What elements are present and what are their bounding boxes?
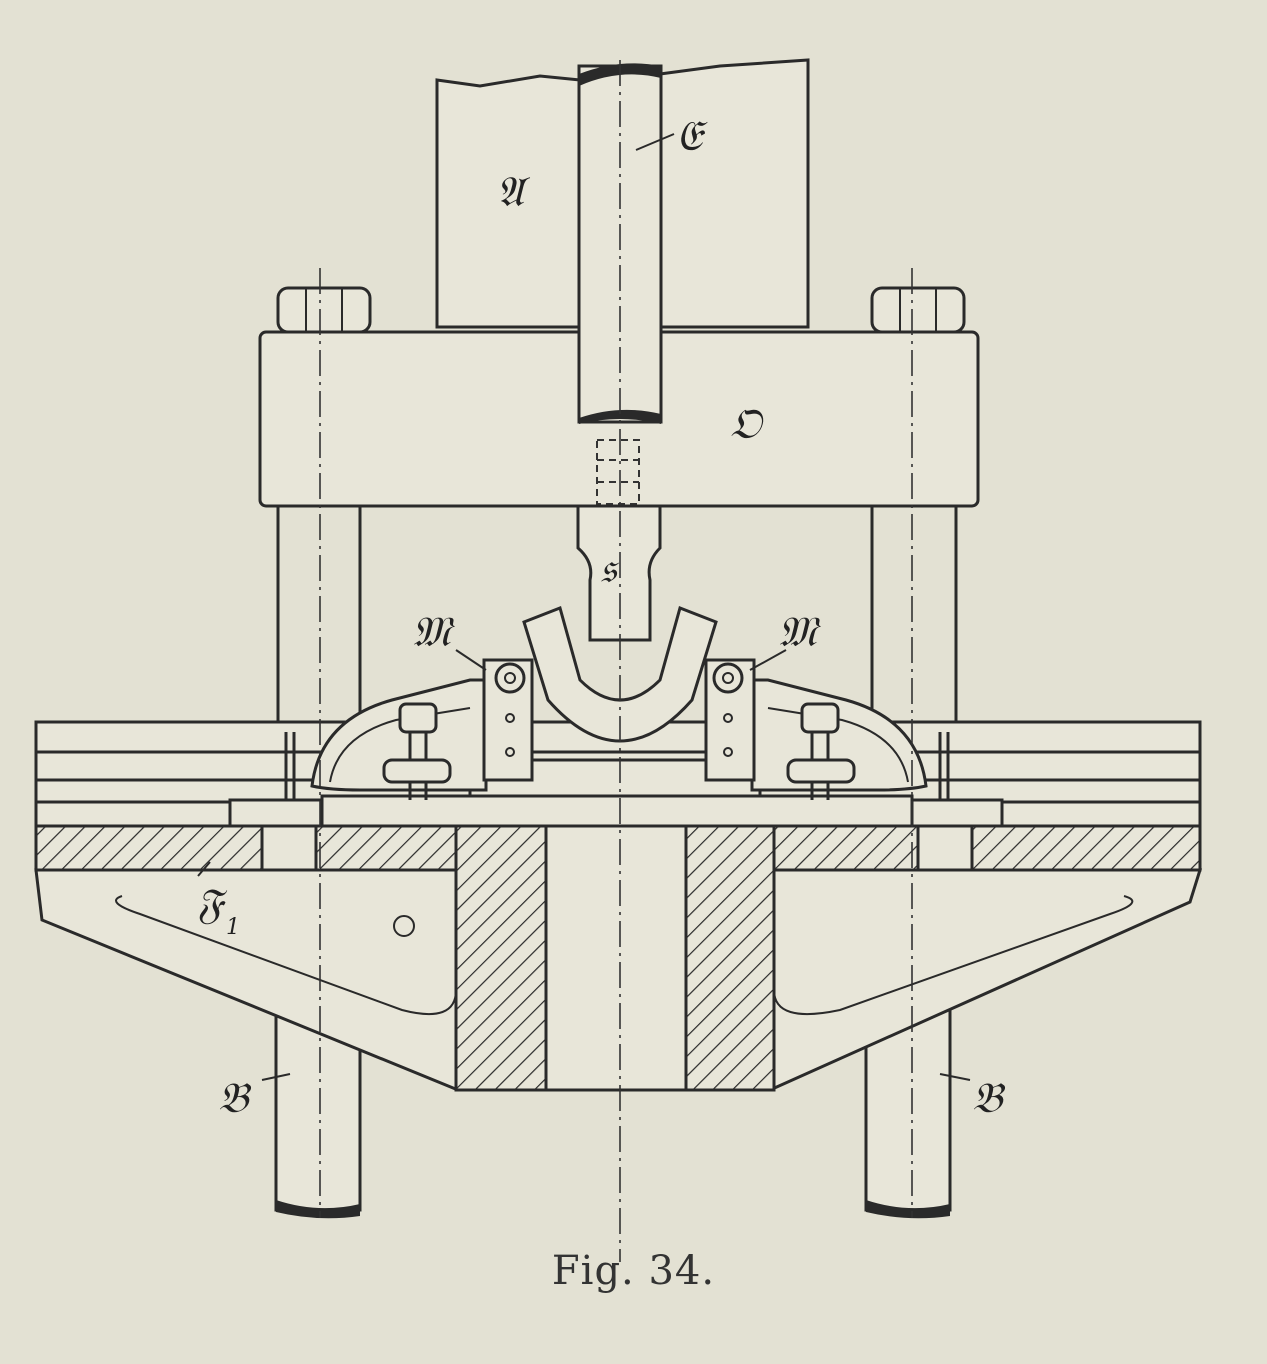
right-clamp-plate: [910, 732, 1004, 872]
right-bracket-m: [704, 658, 928, 800]
label-b-right: 𝔅: [972, 1073, 1006, 1122]
left-clamp-plate: [228, 732, 324, 872]
label-s: 𝔰: [600, 543, 619, 592]
figure-caption: Fig. 34.: [551, 1248, 716, 1294]
left-nut: [276, 286, 372, 334]
label-o: 𝔒: [730, 399, 765, 448]
right-nut: [870, 286, 966, 334]
hub-right-section: [684, 824, 776, 1092]
label-f-subscript: 1: [226, 915, 240, 940]
label-m-left: 𝔐: [412, 607, 455, 656]
left-bracket-m: [310, 658, 534, 800]
hub-bore: [544, 824, 688, 1092]
centre-lines: [319, 60, 913, 1262]
label-b-left: 𝔅: [218, 1073, 252, 1122]
hub-left-section: [454, 824, 548, 1092]
label-m-right: 𝔐: [778, 607, 821, 656]
left-column-upper: [276, 506, 362, 722]
leader-lines: [197, 133, 971, 1081]
punch-s: [576, 504, 662, 642]
u-shaped-workpiece: [522, 606, 718, 743]
hidden-socket: [596, 439, 640, 505]
right-column-upper: [870, 506, 958, 722]
